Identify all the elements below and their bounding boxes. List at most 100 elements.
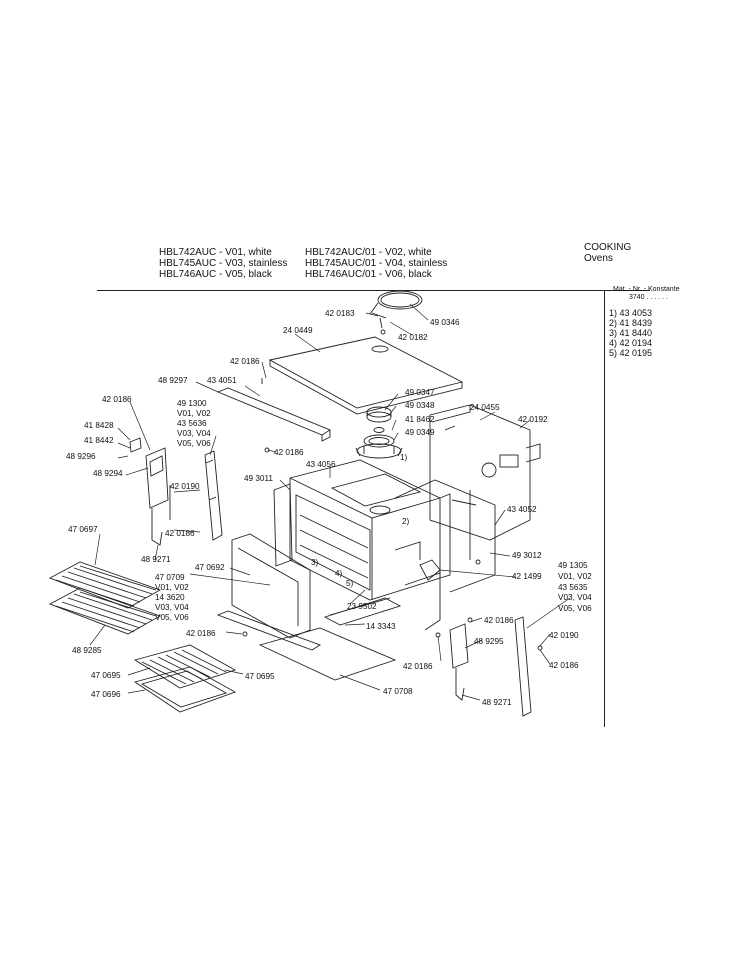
callout: 49 3011	[244, 474, 273, 483]
rack-upper-part	[48, 561, 162, 609]
callout: 47 0695	[91, 671, 121, 680]
callout: 49 0348	[405, 401, 435, 410]
callout: 42 0186	[102, 395, 132, 404]
callout: 42 0190	[549, 631, 579, 640]
door-panel-part	[231, 533, 311, 639]
model-line: HBL745AUC/01 - V04, stainless	[305, 258, 448, 269]
side-panel-heading-text: Mat. - Nr. - Konstante	[613, 286, 680, 293]
callout: 49 1300	[177, 399, 207, 408]
callout: 49 0347	[405, 388, 435, 397]
model-line: HBL745AUC - V03, stainless	[159, 258, 288, 269]
callout: 43 5635	[558, 583, 588, 592]
callout: 49 0349	[405, 428, 435, 437]
cable-ring-part	[369, 290, 423, 335]
callout: 48 9271	[141, 555, 171, 564]
model-line: HBL746AUC - V05, black	[159, 269, 272, 280]
callout: 48 9294	[93, 469, 123, 478]
callout: 41 8428	[84, 421, 114, 430]
callout: 41 8462	[405, 415, 435, 424]
variant-item: 5) 42 0195	[609, 348, 653, 358]
top-cover-part	[268, 336, 464, 415]
broil-grid-part	[133, 644, 237, 689]
callout: V03, V04	[177, 429, 211, 438]
side-panel-heading: Mat. - Nr. - Konstante 3740 . . . . . .	[613, 286, 680, 302]
broil-pan-part	[133, 666, 237, 713]
callout: 42 0186	[274, 448, 304, 457]
callout: 42 0186	[484, 616, 514, 625]
rear-panel-part	[429, 404, 541, 541]
callout: 23 9502	[347, 602, 377, 611]
category-block: COOKING Ovens	[584, 242, 631, 264]
callout: 24 0449	[283, 326, 313, 335]
variant-list: 1) 43 4053 2) 41 8439 3) 41 8440 4) 42 0…	[609, 308, 652, 358]
callout: 48 9295	[474, 637, 504, 646]
callout: 42 0186	[165, 529, 195, 538]
variant-item: 2) 41 8439	[609, 318, 653, 328]
callout: 49 3012	[512, 551, 542, 560]
bottom-strip-part	[216, 610, 322, 651]
callout: 42 0186	[230, 357, 260, 366]
callout: 47 0697	[68, 525, 98, 534]
callout-labels: 42 0183 49 0346 42 0182 24 0449 42 0186 …	[66, 309, 592, 707]
callout: 42 0183	[325, 309, 355, 318]
callout: V01, V02	[177, 409, 211, 418]
callout: 14 3620	[155, 593, 185, 602]
callout: V05, V06	[177, 439, 211, 448]
callout: 43 4052	[507, 505, 537, 514]
callout: V03, V04	[558, 593, 592, 602]
hinge-strip-part	[204, 450, 223, 541]
callout: 47 0709	[155, 573, 185, 582]
variant-marker: 5)	[346, 579, 354, 588]
callout: 42 0186	[549, 661, 579, 670]
callout: V05, V06	[155, 613, 189, 622]
model-list-right: HBL742AUC/01 - V02, white HBL745AUC/01 -…	[305, 247, 447, 280]
side-panel-code: 3740 . . . . . .	[629, 294, 668, 301]
callout: 48 9271	[482, 698, 512, 707]
right-strip-part	[514, 616, 543, 717]
model-line: HBL742AUC/01 - V02, white	[305, 247, 432, 258]
callout: 47 0708	[383, 687, 413, 696]
callout: 24 0455	[470, 403, 500, 412]
model-list-left: HBL742AUC - V01, white HBL745AUC - V03, …	[159, 247, 287, 280]
callout: 43 5636	[177, 419, 207, 428]
callout: 43 4051	[207, 376, 237, 385]
callout: 42 0192	[518, 415, 548, 424]
callout: 48 9297	[158, 376, 188, 385]
callout: 42 0182	[398, 333, 428, 342]
callout: 42 0186	[403, 662, 433, 671]
callout: V05, V06	[558, 604, 592, 613]
variant-marker: 2)	[402, 517, 410, 526]
callout: 42 0186	[186, 629, 216, 638]
callout: 48 9285	[72, 646, 102, 655]
rack-lower-part	[48, 587, 162, 635]
callout: V03, V04	[155, 603, 189, 612]
right-bracket-part	[435, 617, 473, 701]
callout: 49 0346	[430, 318, 460, 327]
fan-assembly-part	[355, 406, 403, 459]
callout: 42 0190	[170, 482, 200, 491]
callout: 47 0696	[91, 690, 121, 699]
bottom-panel-part	[258, 597, 402, 681]
oven-cavity-part	[273, 459, 496, 631]
variant-marker: 4)	[335, 569, 343, 578]
side-panel-divider	[604, 290, 605, 727]
category-title: COOKING	[584, 242, 632, 253]
callout: 14 3343	[366, 622, 396, 631]
callout: 48 9296	[66, 452, 96, 461]
model-line: HBL746AUC/01 - V06, black	[305, 269, 432, 280]
variant-item: 3) 41 8440	[609, 328, 653, 338]
variant-item: 1) 43 4053	[609, 308, 653, 318]
model-line: HBL742AUC - V01, white	[159, 247, 272, 258]
callout: V01, V02	[155, 583, 189, 592]
callout: 42 1499	[512, 572, 542, 581]
callout: V01, V02	[558, 572, 592, 581]
callout: 47 0695	[245, 672, 275, 681]
callout: 47 0692	[195, 563, 225, 572]
variant-marker: 3)	[311, 558, 319, 567]
callout: 41 8442	[84, 436, 114, 445]
trim-strip-part	[216, 378, 331, 442]
callout: 49 1305	[558, 561, 588, 570]
leader-lines	[89, 303, 571, 701]
callout: 43 4056	[306, 460, 336, 469]
